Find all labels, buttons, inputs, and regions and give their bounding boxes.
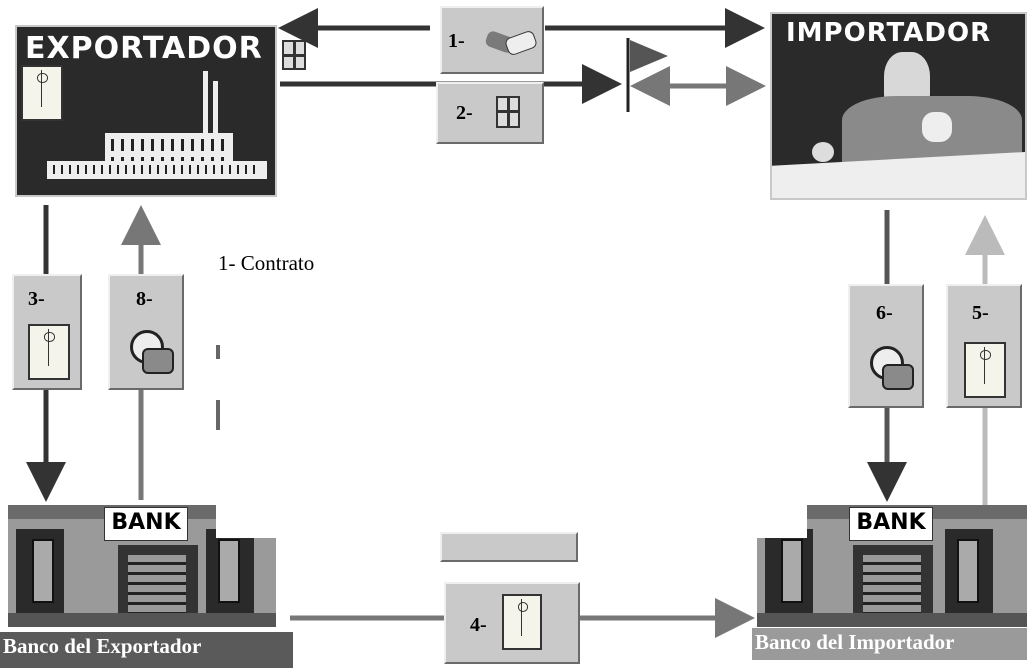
step-3-documents-button[interactable]: 3- — [12, 274, 82, 390]
step-6-label: 6- — [876, 302, 893, 325]
bank-sign: BANK — [104, 507, 188, 541]
exportador-title: EXPORTADOR — [25, 31, 263, 66]
step-4-documents-button[interactable]: 4- — [444, 582, 580, 664]
package-icon — [496, 96, 520, 128]
factory-icon — [47, 123, 267, 183]
step-4-label: 4- — [470, 614, 487, 637]
step-5-documents-button[interactable]: 5- — [946, 284, 1022, 408]
importador-title: IMPORTADOR — [786, 18, 991, 48]
handshake-icon — [486, 24, 536, 60]
step-1-contract-button[interactable]: 1- — [440, 6, 544, 74]
step-3-label: 3- — [28, 288, 45, 311]
bank-cover-white — [757, 498, 807, 538]
importador-panel: IMPORTADOR — [770, 12, 1027, 200]
legend-contrato: 1- Contrato — [218, 251, 314, 276]
money-bag-icon — [124, 326, 172, 374]
legend-fragment — [216, 400, 220, 430]
step-8-label: 8- — [136, 288, 153, 311]
bank-cover-white — [216, 498, 276, 538]
step-5-label: 5- — [972, 302, 989, 325]
bank-sign: BANK — [849, 507, 933, 541]
envelope-icon — [28, 324, 70, 380]
envelope-icon — [964, 342, 1006, 398]
package-icon — [282, 40, 306, 70]
exportador-document-icon — [21, 65, 63, 121]
businessman-icon — [772, 52, 1025, 198]
step-2-label: 2- — [456, 102, 473, 125]
step-2-shipment-button[interactable]: 2- — [436, 82, 544, 144]
flag-icon — [630, 40, 668, 72]
banco-exportador-caption: Banco del Exportador — [0, 632, 293, 668]
step-1-label: 1- — [448, 30, 465, 53]
banco-importador-caption: Banco del Importador — [752, 628, 1027, 660]
step-6-payment-button[interactable]: 6- — [848, 284, 924, 408]
envelope-icon — [502, 594, 542, 650]
exportador-panel: EXPORTADOR — [15, 25, 277, 197]
money-bag-icon — [864, 342, 912, 390]
legend-fragment — [216, 345, 220, 359]
step-8-payment-button[interactable]: 8- — [108, 274, 184, 390]
partial-step-button — [440, 532, 578, 562]
